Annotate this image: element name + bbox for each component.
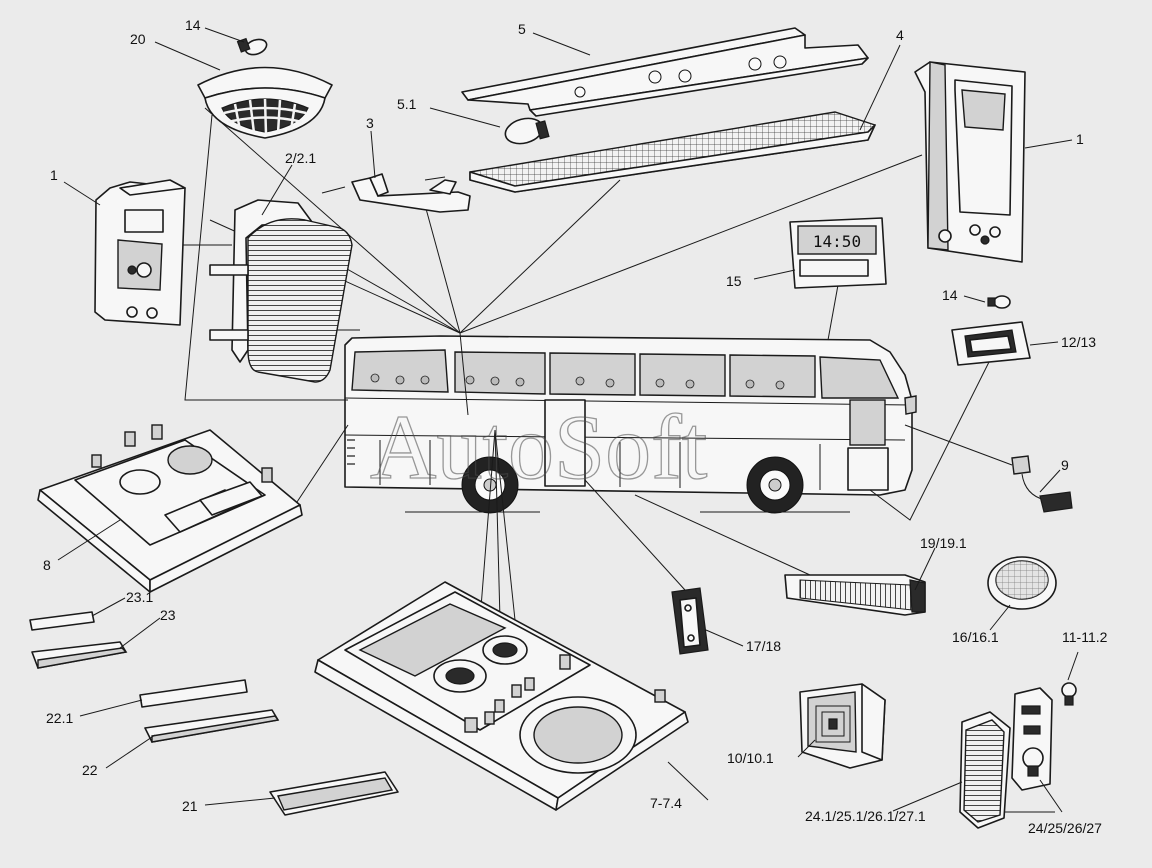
callout-4: 4 (896, 27, 904, 43)
callout-1-right: 1 (1076, 131, 1084, 147)
label-leader-lines (57, 27, 1079, 813)
part-17-18-small-lamp (671, 587, 709, 655)
part-15-clock: 14:50 (789, 217, 887, 289)
callout-24-1-27-1: 24.1/25.1/26.1/27.1 (805, 808, 926, 824)
callout-16-16-1: 16/16.1 (952, 629, 999, 645)
callout-20: 20 (130, 31, 146, 47)
part-16-round-lamp (987, 556, 1057, 610)
part-20-dome-light (197, 66, 333, 139)
callout-15: 15 (726, 273, 742, 289)
callout-11-11-2: 11-11.2 (1062, 629, 1108, 645)
part-10-square-lamp (799, 683, 886, 769)
callout-leader-lines (182, 107, 1013, 621)
callout-14-right: 14 (942, 287, 958, 303)
callout-12-13: 12/13 (1061, 334, 1096, 350)
part-1-housing-left (94, 179, 186, 326)
part-22-lens-strip (144, 709, 280, 743)
clock-display-text: 14:50 (813, 232, 861, 251)
callout-labels: 14 20 5 4 5.1 3 2/2.1 1 1 15 14 12/13 9 … (43, 17, 1108, 836)
coach-bus (344, 335, 917, 514)
part-22-1-tube (139, 679, 248, 708)
part-7-main-panel (314, 581, 689, 811)
part-14-bulb-top (236, 37, 268, 56)
part-8-control-panel (37, 424, 303, 593)
part-12-13-marker-lamp (951, 321, 1031, 366)
part-5-light-rail (461, 27, 869, 117)
callout-23: 23 (160, 607, 176, 623)
part-24-lamp-housing (959, 711, 1011, 829)
part-21-lens-tray (269, 771, 399, 816)
part-9-connector (1011, 455, 1073, 513)
watermark-text: AutoSoft (370, 396, 708, 498)
callout-10-10-1: 10/10.1 (727, 750, 774, 766)
callout-9: 9 (1061, 457, 1069, 473)
callout-3: 3 (366, 115, 374, 131)
callout-24-27: 24/25/26/27 (1028, 820, 1102, 836)
part-1-housing-right (914, 61, 1026, 263)
part-11-bulb (1061, 682, 1077, 706)
callout-23-1: 23.1 (126, 589, 153, 605)
part-23-lens-strip (31, 641, 128, 669)
callout-1-left: 1 (50, 167, 58, 183)
callout-5: 5 (518, 21, 526, 37)
callout-8: 8 (43, 557, 51, 573)
part-24-lamp-holder (1011, 687, 1053, 791)
part-19-long-lamp (784, 574, 926, 616)
part-2-lens-housing (209, 199, 353, 383)
part-14-bulb-right (987, 295, 1011, 309)
callout-22: 22 (82, 762, 98, 778)
callout-21: 21 (182, 798, 198, 814)
part-5-1-bulb (504, 117, 550, 145)
callout-2-2-1: 2/2.1 (285, 150, 316, 166)
part-4-grid-panel (469, 111, 876, 193)
callout-17-18: 17/18 (746, 638, 781, 654)
callout-22-1: 22.1 (46, 710, 73, 726)
part-23-1-tube (29, 611, 95, 631)
part-3-clip (351, 173, 471, 213)
callout-7-7-4: 7-7.4 (650, 795, 682, 811)
callout-19-19-1: 19/19.1 (920, 535, 967, 551)
callout-14-top: 14 (185, 17, 201, 33)
callout-5-1: 5.1 (397, 96, 417, 112)
